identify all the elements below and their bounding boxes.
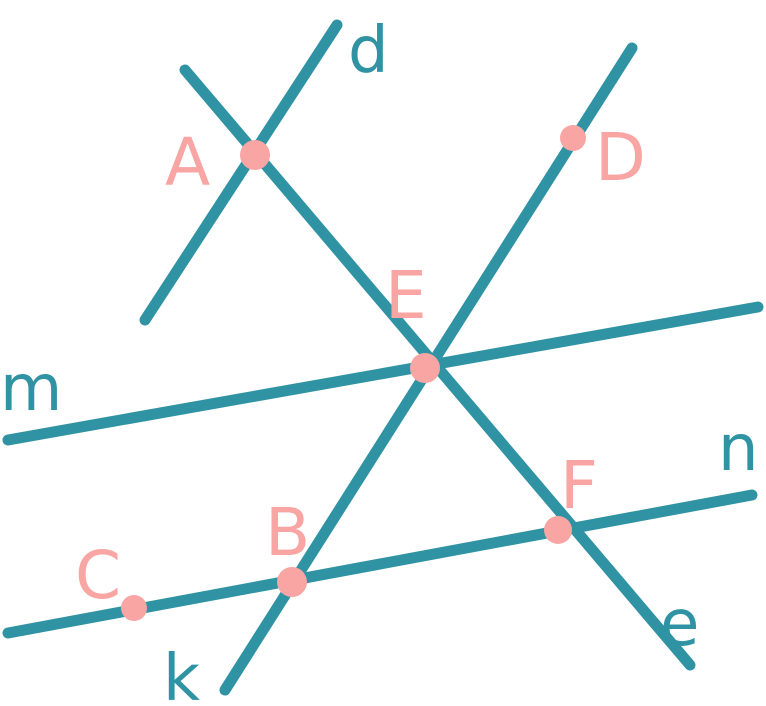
label-e: e (660, 587, 699, 661)
label-F: F (560, 447, 598, 524)
label-m: m (0, 352, 62, 426)
label-n: n (718, 412, 759, 486)
point-F (544, 516, 572, 544)
label-C: C (75, 537, 121, 614)
label-D: D (595, 119, 646, 196)
label-d: d (348, 14, 389, 88)
point-A (240, 140, 270, 170)
point-D (560, 125, 586, 151)
point-C (121, 595, 147, 621)
label-E: E (385, 257, 427, 334)
line-d (139, 19, 343, 326)
point-E (410, 353, 440, 383)
label-B: B (265, 494, 310, 571)
label-k: k (163, 642, 200, 706)
label-A: A (165, 124, 210, 201)
line-m (2, 301, 764, 446)
point-B (277, 567, 307, 597)
